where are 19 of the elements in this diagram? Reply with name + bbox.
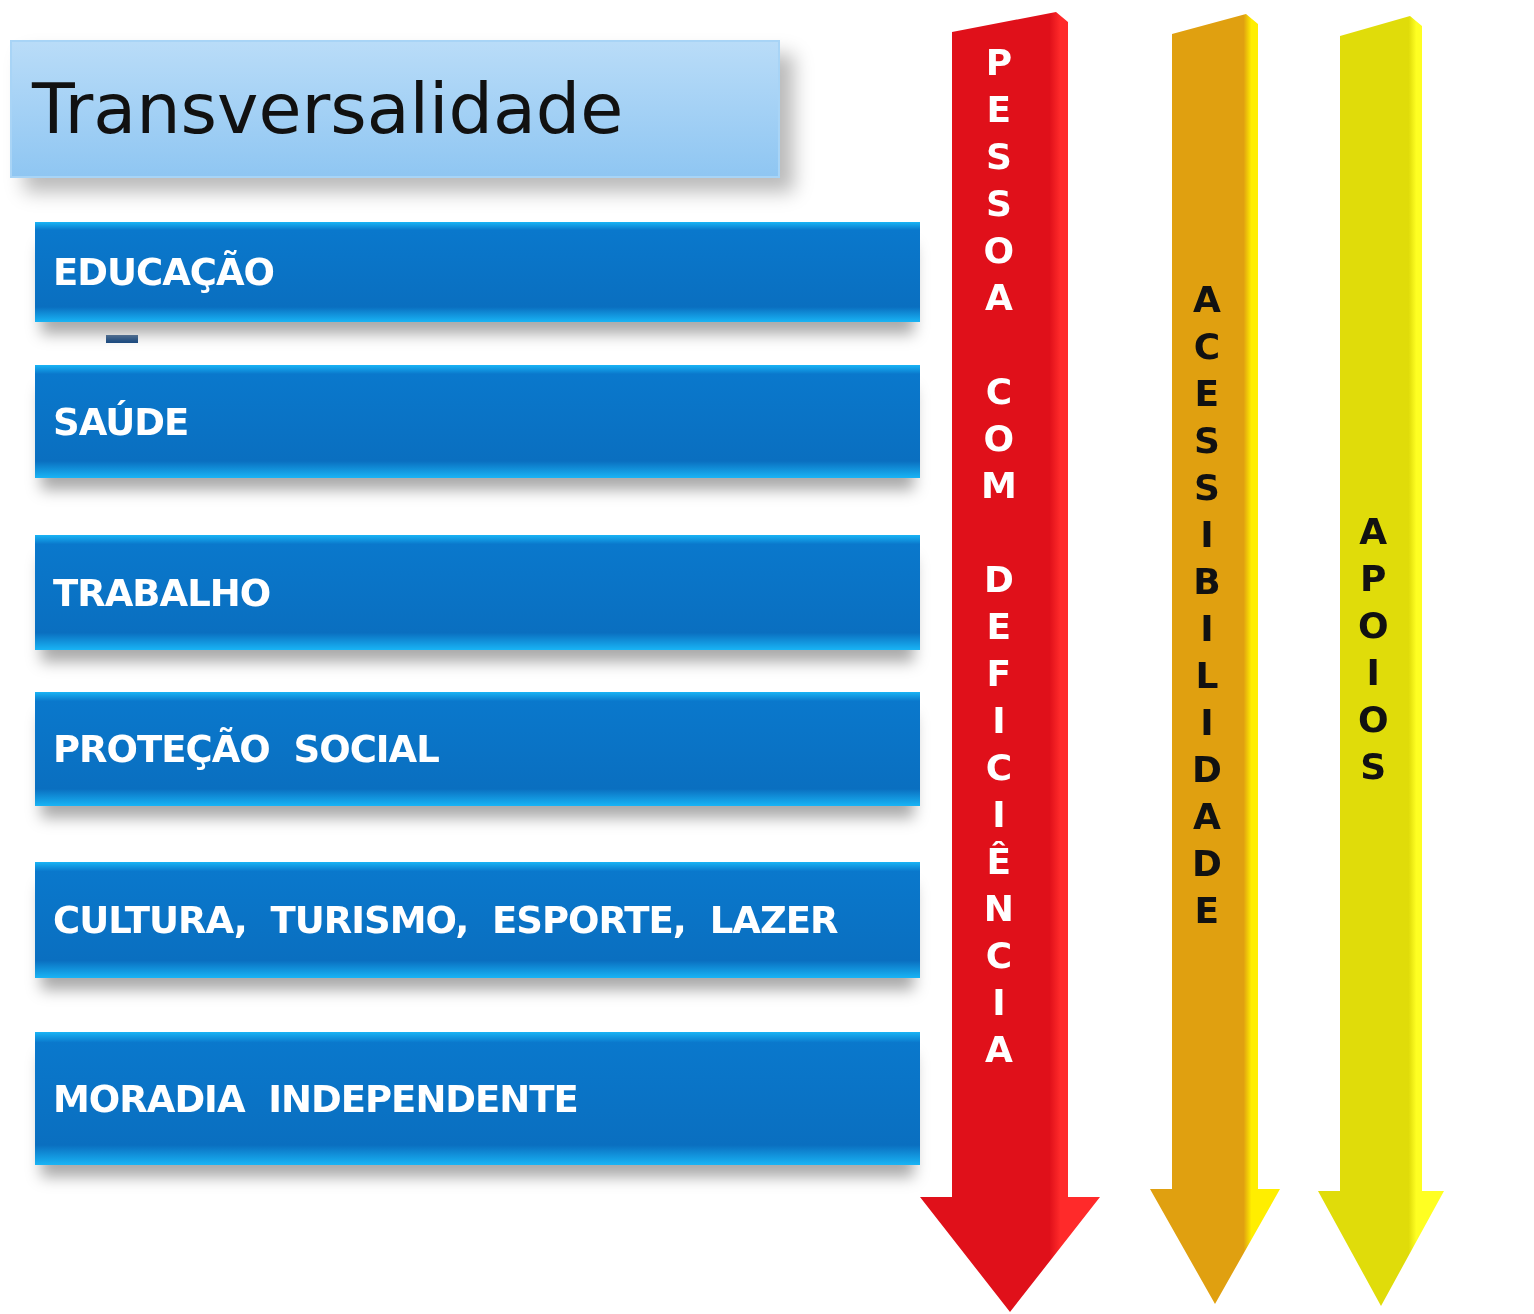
category-bar xyxy=(35,222,920,322)
category-bar xyxy=(35,862,920,978)
bar-label: MORADIA INDEPENDENTE xyxy=(53,1077,578,1120)
bar-label: SAÚDE xyxy=(53,400,189,443)
bar-label: CULTURA, TURISMO, ESPORTE, LAZER xyxy=(53,898,838,942)
bar-label: PROTEÇÃO SOCIAL xyxy=(53,727,439,771)
category-bar xyxy=(35,365,920,478)
vertical-banner xyxy=(1318,16,1444,1306)
category-bar xyxy=(35,1032,920,1165)
arrow-label: APOIOS xyxy=(1354,511,1391,793)
category-bar xyxy=(35,535,920,650)
vertical-banner xyxy=(920,12,1100,1312)
bar-label: TRABALHO xyxy=(53,571,271,614)
arrow-label: PESSOA COM DEFICIÊNCIA xyxy=(980,42,1017,1076)
vertical-banner xyxy=(1150,14,1280,1304)
bar-label: EDUCAÇÃO xyxy=(53,250,275,294)
arrow-label: ACESSIBILIDADE xyxy=(1188,279,1225,937)
title: Transversalidade xyxy=(32,68,624,150)
category-bar xyxy=(35,692,920,806)
